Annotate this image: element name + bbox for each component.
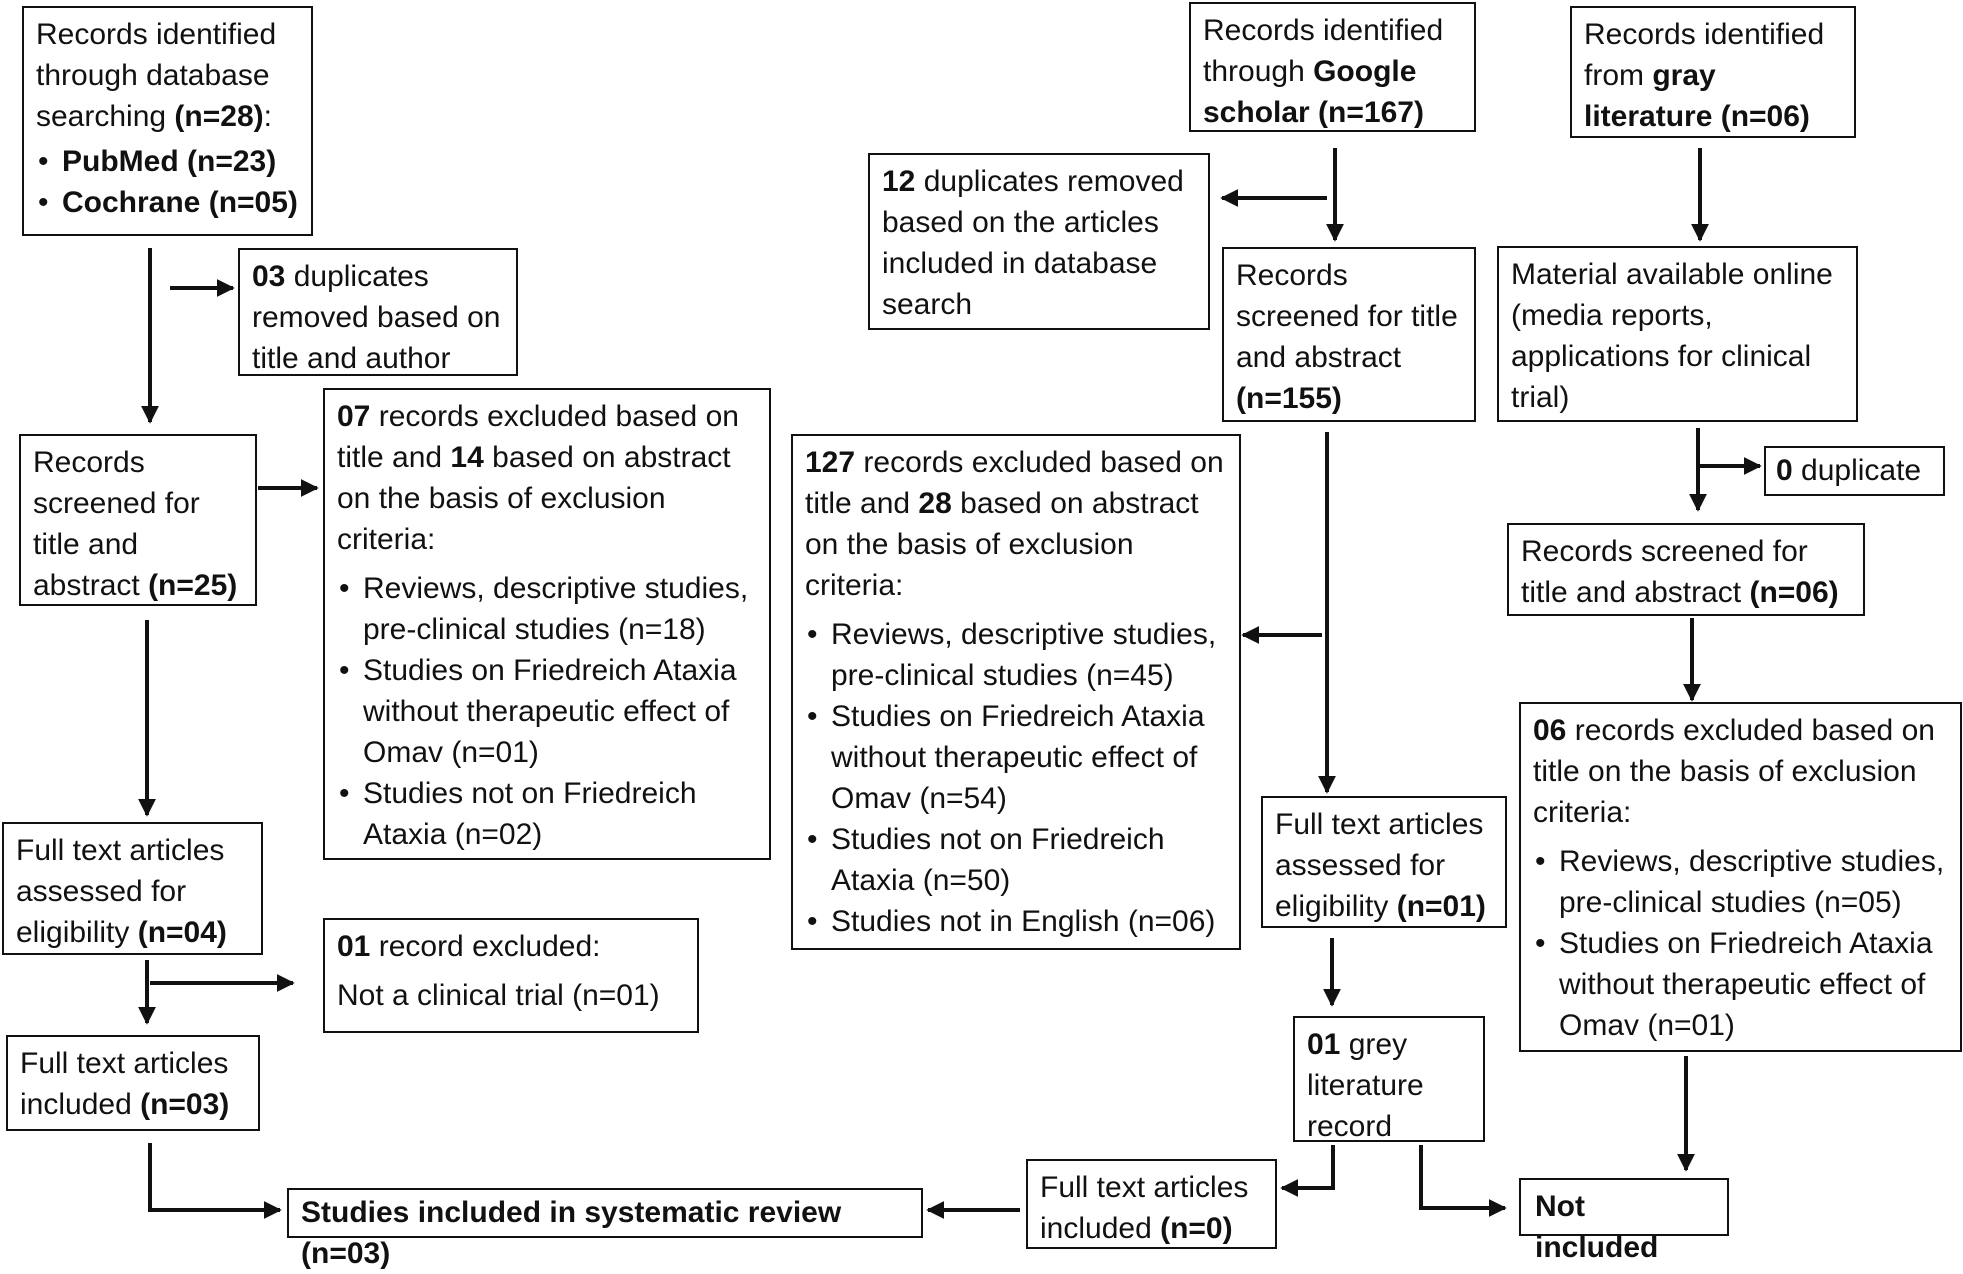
db-fulltext-assessed-box: Full text articles assessed for eligibil…	[2, 822, 263, 955]
google-excluded-list: Reviews, descriptive studies, pre-clinic…	[805, 614, 1227, 942]
db-excluded-box: 07 records excluded based on title and 1…	[323, 388, 771, 860]
db-screened-box: Records screened for title and abstract …	[19, 434, 257, 606]
google-screened-box: Records screened for title and abstract …	[1222, 247, 1476, 422]
google-records-box: Records identified through Google schola…	[1189, 2, 1476, 132]
google-excluded-item: Studies on Friedreich Ataxia without the…	[807, 696, 1227, 819]
final-included-box: Studies included in systematic review (n…	[287, 1188, 923, 1270]
db-sources-list: PubMed (n=23) Cochrane (n=05)	[36, 141, 299, 223]
db-excluded-item: Studies on Friedreich Ataxia without the…	[339, 650, 757, 773]
gray-duplicate-box: 0 duplicate	[1764, 446, 1945, 496]
google-excluded-item: Studies not in English (n=06)	[807, 901, 1227, 942]
gray-excluded-item: Reviews, descriptive studies, pre-clinic…	[1535, 841, 1948, 923]
db-record-excluded-reason: Not a clinical trial (n=01)	[337, 979, 660, 1012]
db-record-excluded-box: 01 record excluded: Not a clinical trial…	[323, 918, 699, 1033]
db-source-cochrane: Cochrane (n=05)	[38, 182, 299, 223]
arrow-db-to-final	[148, 1143, 282, 1219]
google-grey-record-box: 01 grey literature record	[1293, 1016, 1485, 1143]
db-fulltext-included-box: Full text articles included (n=03)	[6, 1035, 260, 1131]
gray-screened-box: Records screened for title and abstract …	[1507, 523, 1865, 616]
google-excluded-summary: 127 records excluded based on title and …	[805, 446, 1224, 602]
db-records-text: Records identified through database sear…	[36, 18, 277, 133]
google-duplicates-box: 12 duplicates removed based on the artic…	[868, 153, 1210, 330]
google-fulltext-assessed-box: Full text articles assessed for eligibil…	[1261, 796, 1507, 928]
google-excluded-box: 127 records excluded based on title and …	[791, 434, 1241, 950]
db-excluded-item: Reviews, descriptive studies, pre-clinic…	[339, 568, 757, 650]
gray-excluded-summary: 06 records excluded based on title on th…	[1533, 714, 1935, 829]
arrow-grey-to-not-included	[1419, 1145, 1507, 1217]
gray-excluded-item: Studies on Friedreich Ataxia without the…	[1535, 923, 1948, 1046]
db-excluded-list: Reviews, descriptive studies, pre-clinic…	[337, 568, 757, 855]
gray-excluded-list: Reviews, descriptive studies, pre-clinic…	[1533, 841, 1948, 1046]
google-excluded-item: Reviews, descriptive studies, pre-clinic…	[807, 614, 1227, 696]
db-excluded-item: Studies not on Friedreich Ataxia (n=02)	[339, 773, 757, 855]
gray-records-box: Records identified from gray literature …	[1570, 6, 1856, 138]
db-duplicates-box: 03 duplicates removed based on title and…	[238, 248, 518, 376]
arrow-grey-to-fulltext-included	[1280, 1145, 1335, 1197]
db-record-excluded-title: 01 record excluded:	[337, 930, 601, 963]
db-excluded-summary: 07 records excluded based on title and 1…	[337, 400, 739, 556]
gray-material-box: Material available online (media reports…	[1497, 246, 1858, 422]
db-source-pubmed: PubMed (n=23)	[38, 141, 299, 182]
google-fulltext-included-box: Full text articles included (n=0)	[1026, 1159, 1277, 1249]
not-included-box: Not included	[1519, 1178, 1729, 1264]
db-records-box: Records identified through database sear…	[22, 6, 313, 236]
gray-excluded-box: 06 records excluded based on title on th…	[1519, 702, 1962, 1052]
google-excluded-item: Studies not on Friedreich Ataxia (n=50)	[807, 819, 1227, 901]
